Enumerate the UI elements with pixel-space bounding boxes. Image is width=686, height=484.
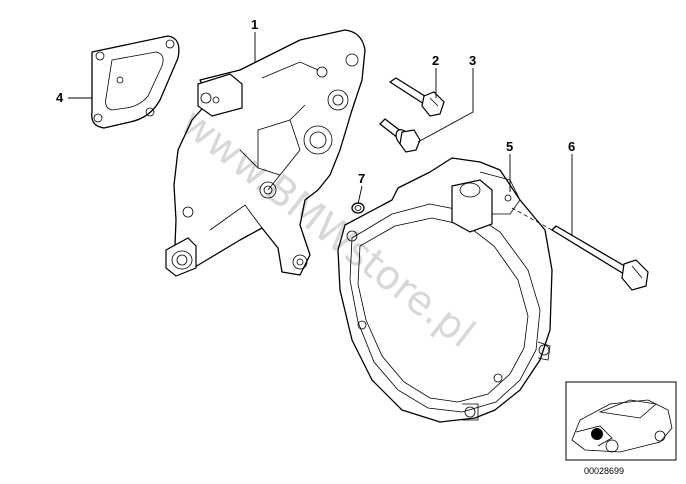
part-label-3: 3 bbox=[469, 53, 476, 68]
part-label-5: 5 bbox=[506, 139, 513, 154]
leader-7 bbox=[357, 185, 363, 205]
part-label-6: 6 bbox=[568, 139, 575, 154]
part-label-4: 4 bbox=[56, 90, 64, 105]
o-ring-part bbox=[351, 202, 365, 214]
cover-part bbox=[337, 157, 553, 423]
part-label-1: 1 bbox=[251, 17, 258, 32]
part-label-2: 2 bbox=[432, 53, 439, 68]
bolt-3-part bbox=[379, 118, 421, 153]
leader-3 bbox=[417, 68, 474, 143]
bolt-2-part bbox=[389, 77, 445, 117]
location-marker-icon bbox=[591, 428, 603, 440]
watermark-text: www.BMWstore.pl bbox=[172, 100, 483, 357]
housing-part bbox=[165, 29, 366, 277]
gasket-part bbox=[91, 35, 180, 129]
car-location-inset bbox=[565, 381, 677, 461]
long-bolt-part bbox=[511, 207, 649, 291]
part-label-7: 7 bbox=[358, 171, 365, 186]
diagram-number: 00028699 bbox=[584, 466, 625, 476]
